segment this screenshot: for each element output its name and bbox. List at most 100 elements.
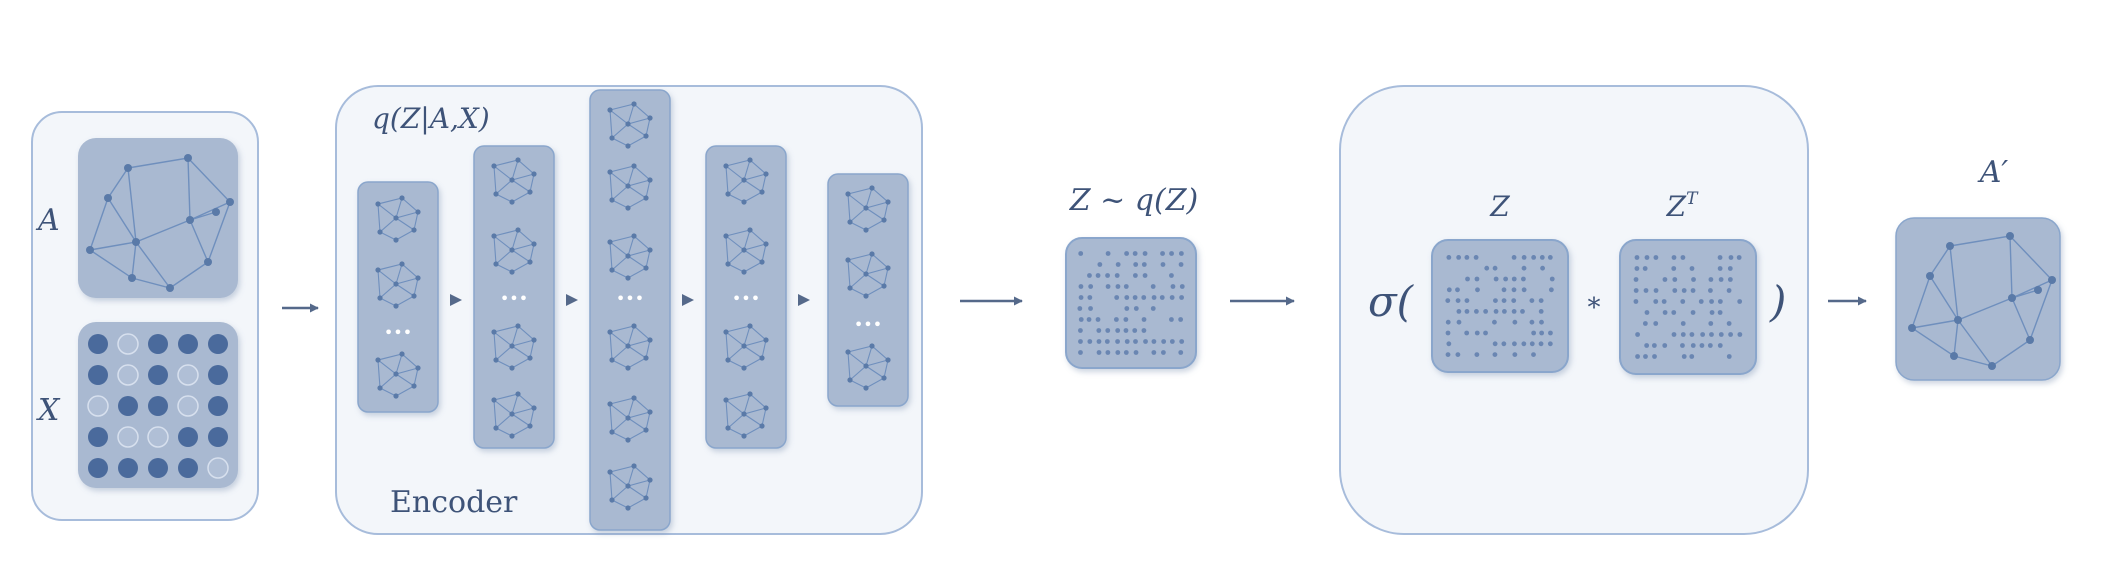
- matrix-dot: [1672, 277, 1678, 282]
- matrix-dot: [1717, 343, 1723, 348]
- adjacency-graph-box: [78, 138, 238, 298]
- latent-z-matrix: [1065, 237, 1197, 369]
- matrix-dot: [1141, 295, 1147, 300]
- matrix-dot: [1633, 277, 1639, 282]
- matrix-dot: [1662, 277, 1668, 282]
- matrix-dot: [1160, 262, 1166, 267]
- matrix-dot: [1492, 319, 1497, 325]
- matrix-dot: [1104, 339, 1110, 344]
- zt-label: ZT: [1666, 189, 1699, 223]
- output-label: A′: [1977, 155, 2009, 190]
- matrix-dot: [1474, 352, 1480, 357]
- matrix-dot: [1456, 319, 1462, 325]
- matrix-dot: [1653, 299, 1659, 304]
- matrix-dot: [1464, 255, 1470, 260]
- feature-cell: [118, 458, 138, 478]
- matrix-dot: [1141, 262, 1147, 267]
- matrix-dot: [1078, 295, 1084, 300]
- matrix-dot: [1456, 309, 1462, 314]
- matrix-dot: [1681, 288, 1687, 293]
- adjacency-label: A: [35, 203, 60, 238]
- decoder-zt-dots: [1633, 255, 1743, 359]
- matrix-dot: [1078, 317, 1084, 322]
- sigma-open: σ(: [1368, 277, 1415, 326]
- matrix-dot: [1501, 341, 1507, 347]
- output-graph-box: [1895, 217, 2061, 381]
- matrix-dot: [1728, 255, 1734, 260]
- matrix-dot: [1456, 255, 1462, 260]
- matrix-dot: [1115, 339, 1120, 344]
- matrix-dot: [1124, 306, 1130, 311]
- matrix-dot: [1133, 262, 1139, 267]
- latent-z-dots: [1077, 251, 1185, 355]
- matrix-dot: [1169, 295, 1175, 300]
- matrix-dot: [1718, 332, 1724, 337]
- matrix-dot: [1178, 251, 1184, 256]
- matrix-dot: [1642, 266, 1648, 271]
- matrix-dot: [1662, 310, 1668, 315]
- matrix-dot: [1709, 310, 1715, 315]
- matrix-dot: [1680, 255, 1686, 260]
- matrix-dot: [1661, 299, 1667, 304]
- feature-cell: [147, 426, 169, 448]
- matrix-dot: [1105, 350, 1111, 355]
- matrix-dot: [1548, 330, 1553, 336]
- decoder-panel: [1339, 85, 1809, 535]
- matrix-dot: [1726, 354, 1732, 359]
- matrix-dot: [1709, 332, 1714, 337]
- feature-cell: [208, 365, 228, 385]
- matrix-dot: [1680, 343, 1685, 348]
- matrix-dot: [1633, 288, 1639, 293]
- matrix-dot: [1699, 343, 1705, 348]
- feature-cell: [177, 364, 199, 386]
- matrix-dot: [1643, 288, 1649, 293]
- matrix-dot: [1634, 266, 1640, 271]
- matrix-dot: [1113, 317, 1119, 322]
- decoder-zt-matrix: [1619, 239, 1757, 375]
- matrix-dot: [1547, 255, 1553, 260]
- matrix-dot: [1087, 339, 1093, 344]
- matrix-dot: [1105, 284, 1111, 289]
- matrix-dot: [1473, 255, 1479, 260]
- matrix-dot: [1114, 295, 1120, 300]
- matrix-dot: [1115, 262, 1121, 267]
- matrix-dot: [1123, 350, 1129, 355]
- matrix-dot: [1115, 284, 1121, 289]
- matrix-dot: [1445, 319, 1451, 325]
- matrix-dot: [1097, 262, 1103, 267]
- feature-cell: [148, 365, 168, 385]
- matrix-dot: [1132, 273, 1138, 278]
- matrix-dot: [1708, 288, 1713, 293]
- matrix-dot: [1672, 288, 1678, 293]
- matrix-dot: [1132, 295, 1138, 300]
- feature-cell: [207, 457, 229, 479]
- z-label: Z: [1489, 190, 1510, 223]
- matrix-dot: [1539, 330, 1545, 336]
- matrix-dot: [1446, 287, 1452, 293]
- matrix-dot: [1161, 339, 1167, 344]
- matrix-dot: [1531, 255, 1537, 260]
- matrix-dot: [1689, 354, 1695, 359]
- matrix-dot: [1538, 298, 1544, 303]
- feature-cell: [177, 395, 199, 417]
- matrix-dot: [1501, 309, 1507, 314]
- matrix-dot: [1474, 330, 1480, 336]
- matrix-dot: [1123, 328, 1129, 333]
- matrix-dot: [1689, 266, 1695, 271]
- matrix-dot: [1078, 284, 1084, 289]
- matrix-dot: [1671, 266, 1677, 271]
- matrix-dot: [1521, 341, 1527, 347]
- matrix-dot: [1651, 343, 1657, 348]
- matrix-dot: [1078, 339, 1083, 344]
- matrix-dot: [1114, 273, 1120, 278]
- matrix-dot: [1169, 339, 1175, 344]
- matrix-dot: [1644, 310, 1650, 315]
- matrix-dot: [1161, 350, 1166, 355]
- matrix-dot: [1483, 309, 1489, 314]
- matrix-dot: [1455, 287, 1460, 293]
- matrix-dot: [1671, 332, 1677, 337]
- matrix-dot: [1096, 350, 1102, 355]
- matrix-dot: [1529, 341, 1535, 347]
- matrix-dot: [1698, 299, 1704, 304]
- matrix-dot: [1078, 350, 1083, 355]
